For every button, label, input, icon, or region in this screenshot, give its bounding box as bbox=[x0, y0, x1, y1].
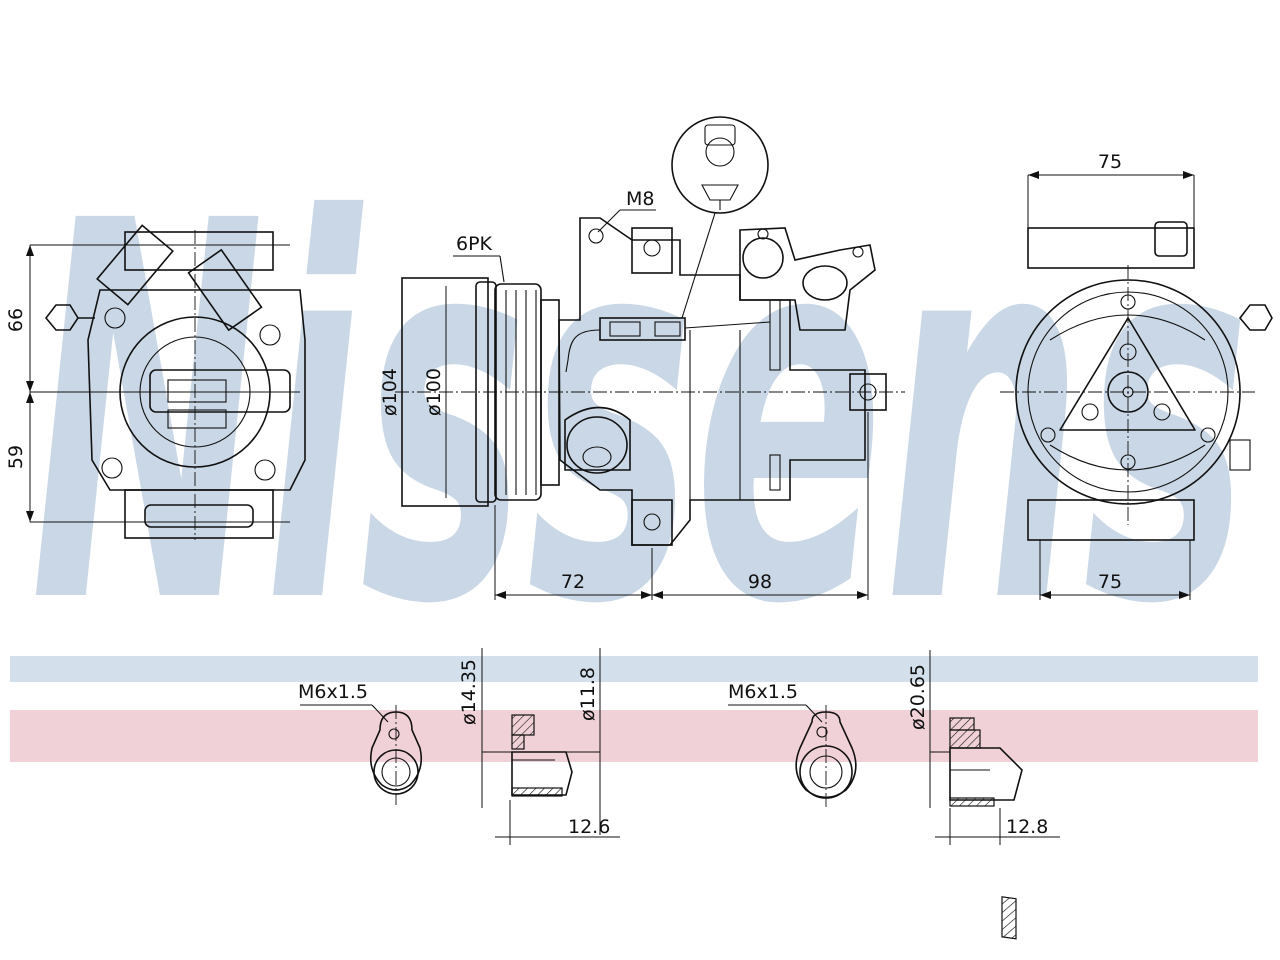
right-view bbox=[1000, 171, 1273, 600]
port-2-detail bbox=[728, 650, 1060, 940]
port-1-inner-diameter-label: ø11.8 bbox=[577, 667, 599, 721]
left-top-height-label: 66 bbox=[5, 308, 27, 332]
left-view bbox=[26, 224, 306, 540]
right-bottom-width-label: 75 bbox=[1098, 571, 1122, 593]
port-2-diameter-label: ø20.65 bbox=[907, 664, 929, 730]
port-1-thread-label: M6x1.5 bbox=[298, 681, 368, 703]
length-front-label: 72 bbox=[561, 571, 585, 593]
bolt-label: M8 bbox=[626, 188, 654, 210]
port-2-thread-label: M6x1.5 bbox=[728, 681, 798, 703]
port-1-diameter-label: ø14.35 bbox=[458, 659, 480, 725]
right-top-width-label: 75 bbox=[1098, 151, 1122, 173]
pulley-outer-dia-label: ø104 bbox=[379, 368, 401, 416]
port-2-depth-label: 12.8 bbox=[1006, 816, 1048, 838]
port-1-depth-label: 12.6 bbox=[568, 816, 610, 838]
belt-label: 6PK bbox=[456, 233, 493, 255]
red-band bbox=[10, 710, 1258, 762]
port-1-detail bbox=[300, 648, 620, 845]
length-rear-label: 98 bbox=[748, 571, 772, 593]
center-view bbox=[395, 116, 905, 600]
blue-band bbox=[10, 656, 1258, 682]
pulley-inner-dia-label: ø100 bbox=[423, 368, 445, 416]
left-bottom-height-label: 59 bbox=[5, 445, 27, 469]
brand-watermark: Nissens bbox=[30, 112, 1250, 718]
